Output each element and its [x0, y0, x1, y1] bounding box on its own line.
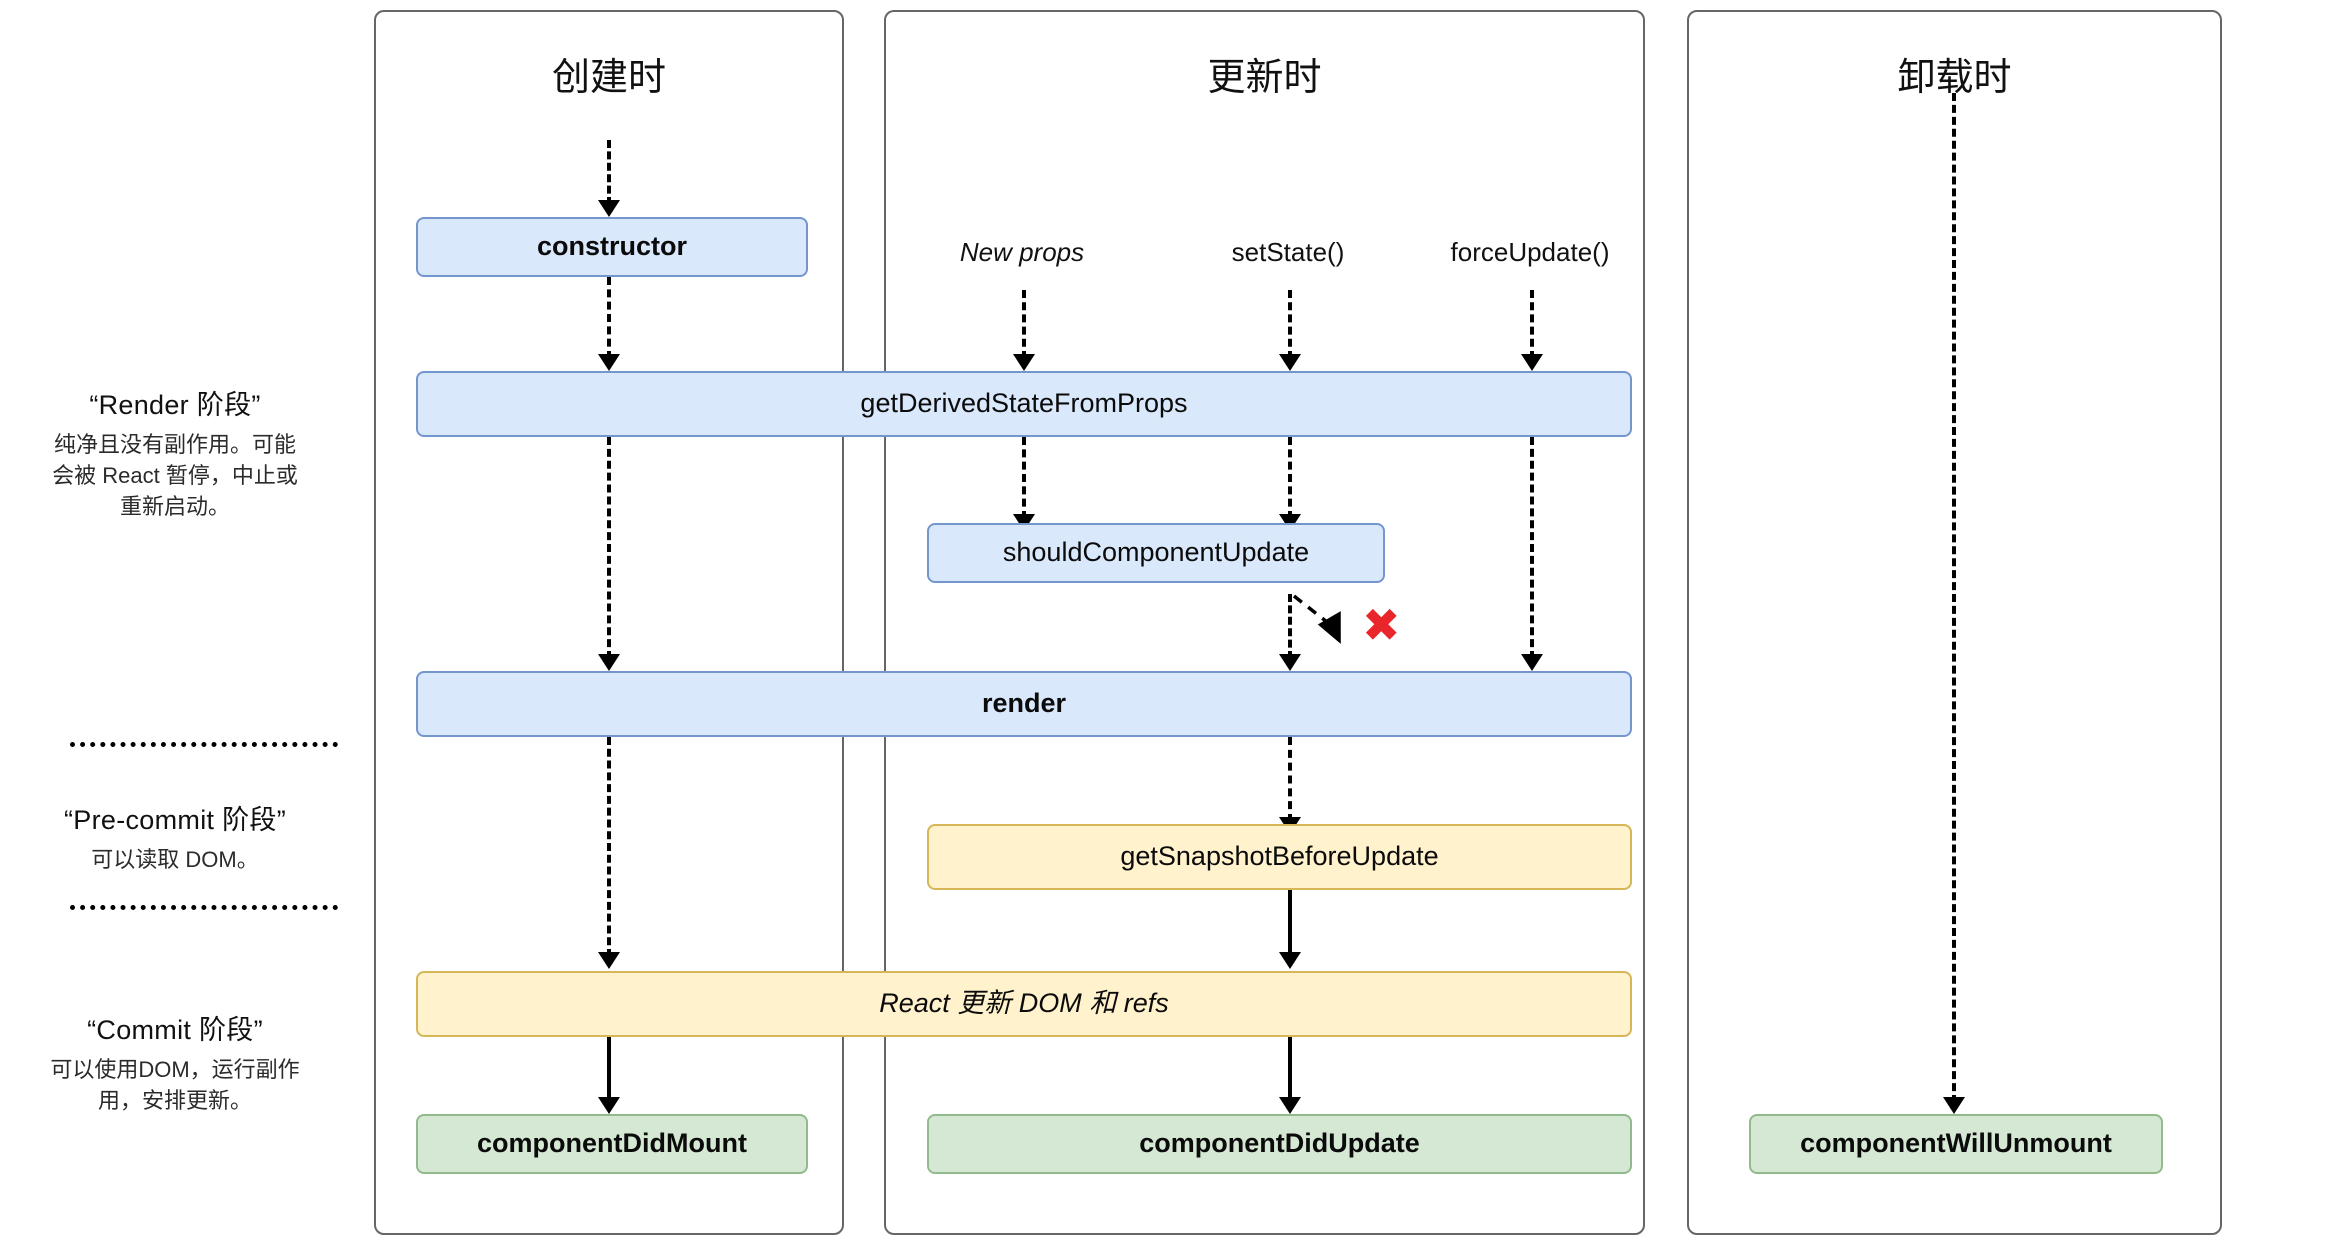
- connector-gdsfp-to-render-mounting: [607, 437, 611, 659]
- arrowhead-set-state: [1279, 354, 1301, 371]
- connector-new-props-to-gdsfp: [1022, 290, 1026, 359]
- arrowhead-render-force-update: [1521, 654, 1543, 671]
- connector-constructor-to-gdsfp: [607, 277, 611, 359]
- phase-desc-render: 纯净且没有副作用。可能会被 React 暂停，中止或重新启动。: [52, 432, 298, 520]
- phase-label-render: “Render 阶段” 纯净且没有副作用。可能会被 React 暂停，中止或重新…: [0, 383, 350, 523]
- trigger-label-force-update: forceUpdate(): [1450, 237, 1610, 267]
- connector-force-update-bypass-to-render: [1530, 437, 1534, 659]
- phase-label-commit: “Commit 阶段” 可以使用DOM，运行副作用，安排更新。: [0, 1008, 350, 1116]
- node-react-updates-dom-and-refs[interactable]: React 更新 DOM 和 refs: [416, 971, 1632, 1037]
- arrowhead-new-props: [1013, 354, 1035, 371]
- connector-render-to-dom-mounting: [607, 737, 611, 957]
- connector-dom-to-did-update: [1288, 1037, 1292, 1102]
- node-component-did-update[interactable]: componentDidUpdate: [927, 1114, 1632, 1174]
- node-constructor[interactable]: constructor: [416, 217, 808, 277]
- node-component-will-unmount[interactable]: componentWillUnmount: [1749, 1114, 2163, 1174]
- connector-gdsfp-to-scu-left: [1022, 437, 1026, 519]
- phase-desc-pre-commit: 可以读取 DOM。: [91, 847, 259, 872]
- connector-start-to-constructor: [607, 140, 611, 205]
- arrowhead-dom-updating: [1279, 952, 1301, 969]
- connector-gdsfp-to-scu-right: [1288, 437, 1292, 519]
- node-render[interactable]: render: [416, 671, 1632, 737]
- node-component-did-mount[interactable]: componentDidMount: [416, 1114, 808, 1174]
- arrowhead-did-update: [1279, 1097, 1301, 1114]
- arrowhead-gdsfp-mounting: [598, 354, 620, 371]
- phase-desc-commit: 可以使用DOM，运行副作用，安排更新。: [50, 1057, 300, 1114]
- connector-set-state-to-gdsfp: [1288, 290, 1292, 359]
- connector-render-to-snapshot: [1288, 737, 1292, 822]
- connector-dom-to-did-mount: [607, 1037, 611, 1102]
- column-title-updating: 更新时: [1207, 57, 1322, 99]
- arrowhead-did-mount: [598, 1097, 620, 1114]
- connector-scu-to-render: [1288, 594, 1292, 659]
- arrowhead-will-unmount: [1943, 1097, 1965, 1114]
- phase-label-pre-commit: “Pre-commit 阶段” 可以读取 DOM。: [0, 798, 350, 875]
- phase-title-pre-commit: “Pre-commit 阶段”: [64, 805, 286, 835]
- arrowhead-dom-mounting: [598, 952, 620, 969]
- trigger-label-new-props: New props: [959, 237, 1085, 267]
- connector-snapshot-to-dom: [1288, 890, 1292, 958]
- node-should-component-update[interactable]: shouldComponentUpdate: [927, 523, 1385, 583]
- abort-icon: ✖: [1362, 598, 1401, 652]
- connector-force-update-to-render: [1530, 290, 1534, 359]
- node-get-snapshot-before-update[interactable]: getSnapshotBeforeUpdate: [927, 824, 1632, 890]
- trigger-label-set-state: setState(): [1231, 237, 1345, 267]
- column-title-mounting: 创建时: [551, 57, 666, 99]
- arrowhead-render-updating: [1279, 654, 1301, 671]
- node-get-derived-state-from-props[interactable]: getDerivedStateFromProps: [416, 371, 1632, 437]
- arrowhead-force-update: [1521, 354, 1543, 371]
- arrowhead-constructor: [598, 200, 620, 217]
- column-title-unmounting: 卸载时: [1897, 57, 2012, 99]
- connector-unmount-start: [1952, 93, 1956, 1103]
- phase-divider-top: [70, 742, 338, 747]
- arrowhead-render-mounting: [598, 654, 620, 671]
- phase-title-commit: “Commit 阶段”: [87, 1015, 263, 1045]
- phase-title-render: “Render 阶段”: [89, 390, 261, 420]
- phase-divider-bottom: [70, 905, 338, 910]
